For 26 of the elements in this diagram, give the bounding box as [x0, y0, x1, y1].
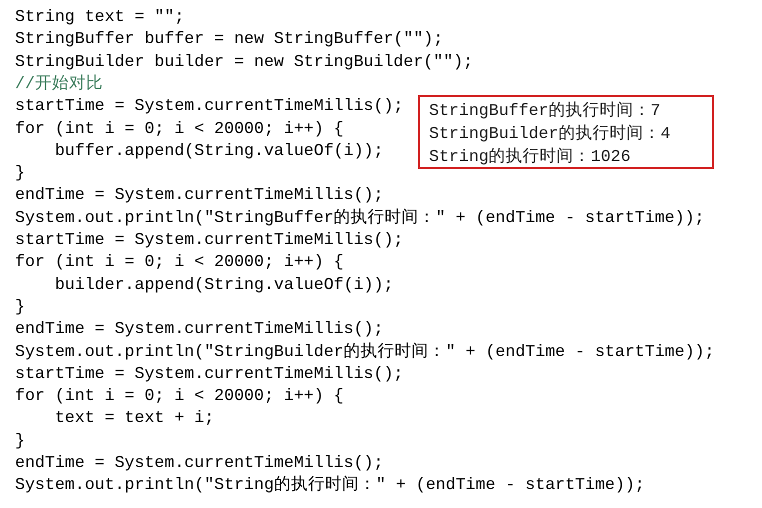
code-line: System.out.println("String的执行时间：" + (endTime - startTime));	[15, 475, 645, 496]
code-line: StringBuilder builder = new StringBuilder("");	[15, 52, 474, 72]
code-line: String text = "";	[15, 7, 184, 27]
code-line: }	[15, 163, 25, 184]
code-line: startTime = System.currentTimeMillis();	[15, 230, 404, 250]
code-line: for (int i = 0; i < 20000; i++) {	[15, 252, 344, 272]
code-line: startTime = System.currentTimeMillis();	[15, 96, 404, 116]
code-line: }	[15, 430, 25, 451]
code-line: endTime = System.currentTimeMillis();	[15, 185, 384, 206]
code-line: startTime = System.currentTimeMillis();	[15, 364, 404, 384]
code-line: text = text + i;	[54, 408, 214, 428]
code-line: for (int i = 0; i < 20000; i++) {	[15, 386, 344, 406]
code-line: for (int i = 0; i < 20000; i++) {	[15, 118, 344, 138]
code-line: StringBuffer buffer = new StringBuffer("");	[15, 29, 444, 50]
code-line: endTime = System.currentTimeMillis();	[15, 319, 384, 340]
code-line: endTime = System.currentTimeMillis();	[15, 453, 384, 473]
code-line: System.out.println("StringBuilder的执行时间：" + (endTime - startTime));	[15, 342, 714, 362]
output-box	[418, 95, 714, 169]
code-line: buffer.append(String.valueOf(i));	[54, 140, 384, 161]
output-line: String的执行时间：1026	[429, 146, 632, 168]
code-line: System.out.println("StringBuffer的执行时间：" + (endTime - startTime));	[15, 208, 705, 228]
output-line: StringBuilder的执行时间：4	[429, 123, 672, 145]
code-line: }	[15, 296, 25, 317]
code-line: builder.append(String.valueOf(i));	[54, 274, 394, 295]
output-line: StringBuffer的执行时间：7	[429, 100, 662, 122]
code-comment: //开始对比	[15, 74, 103, 94]
